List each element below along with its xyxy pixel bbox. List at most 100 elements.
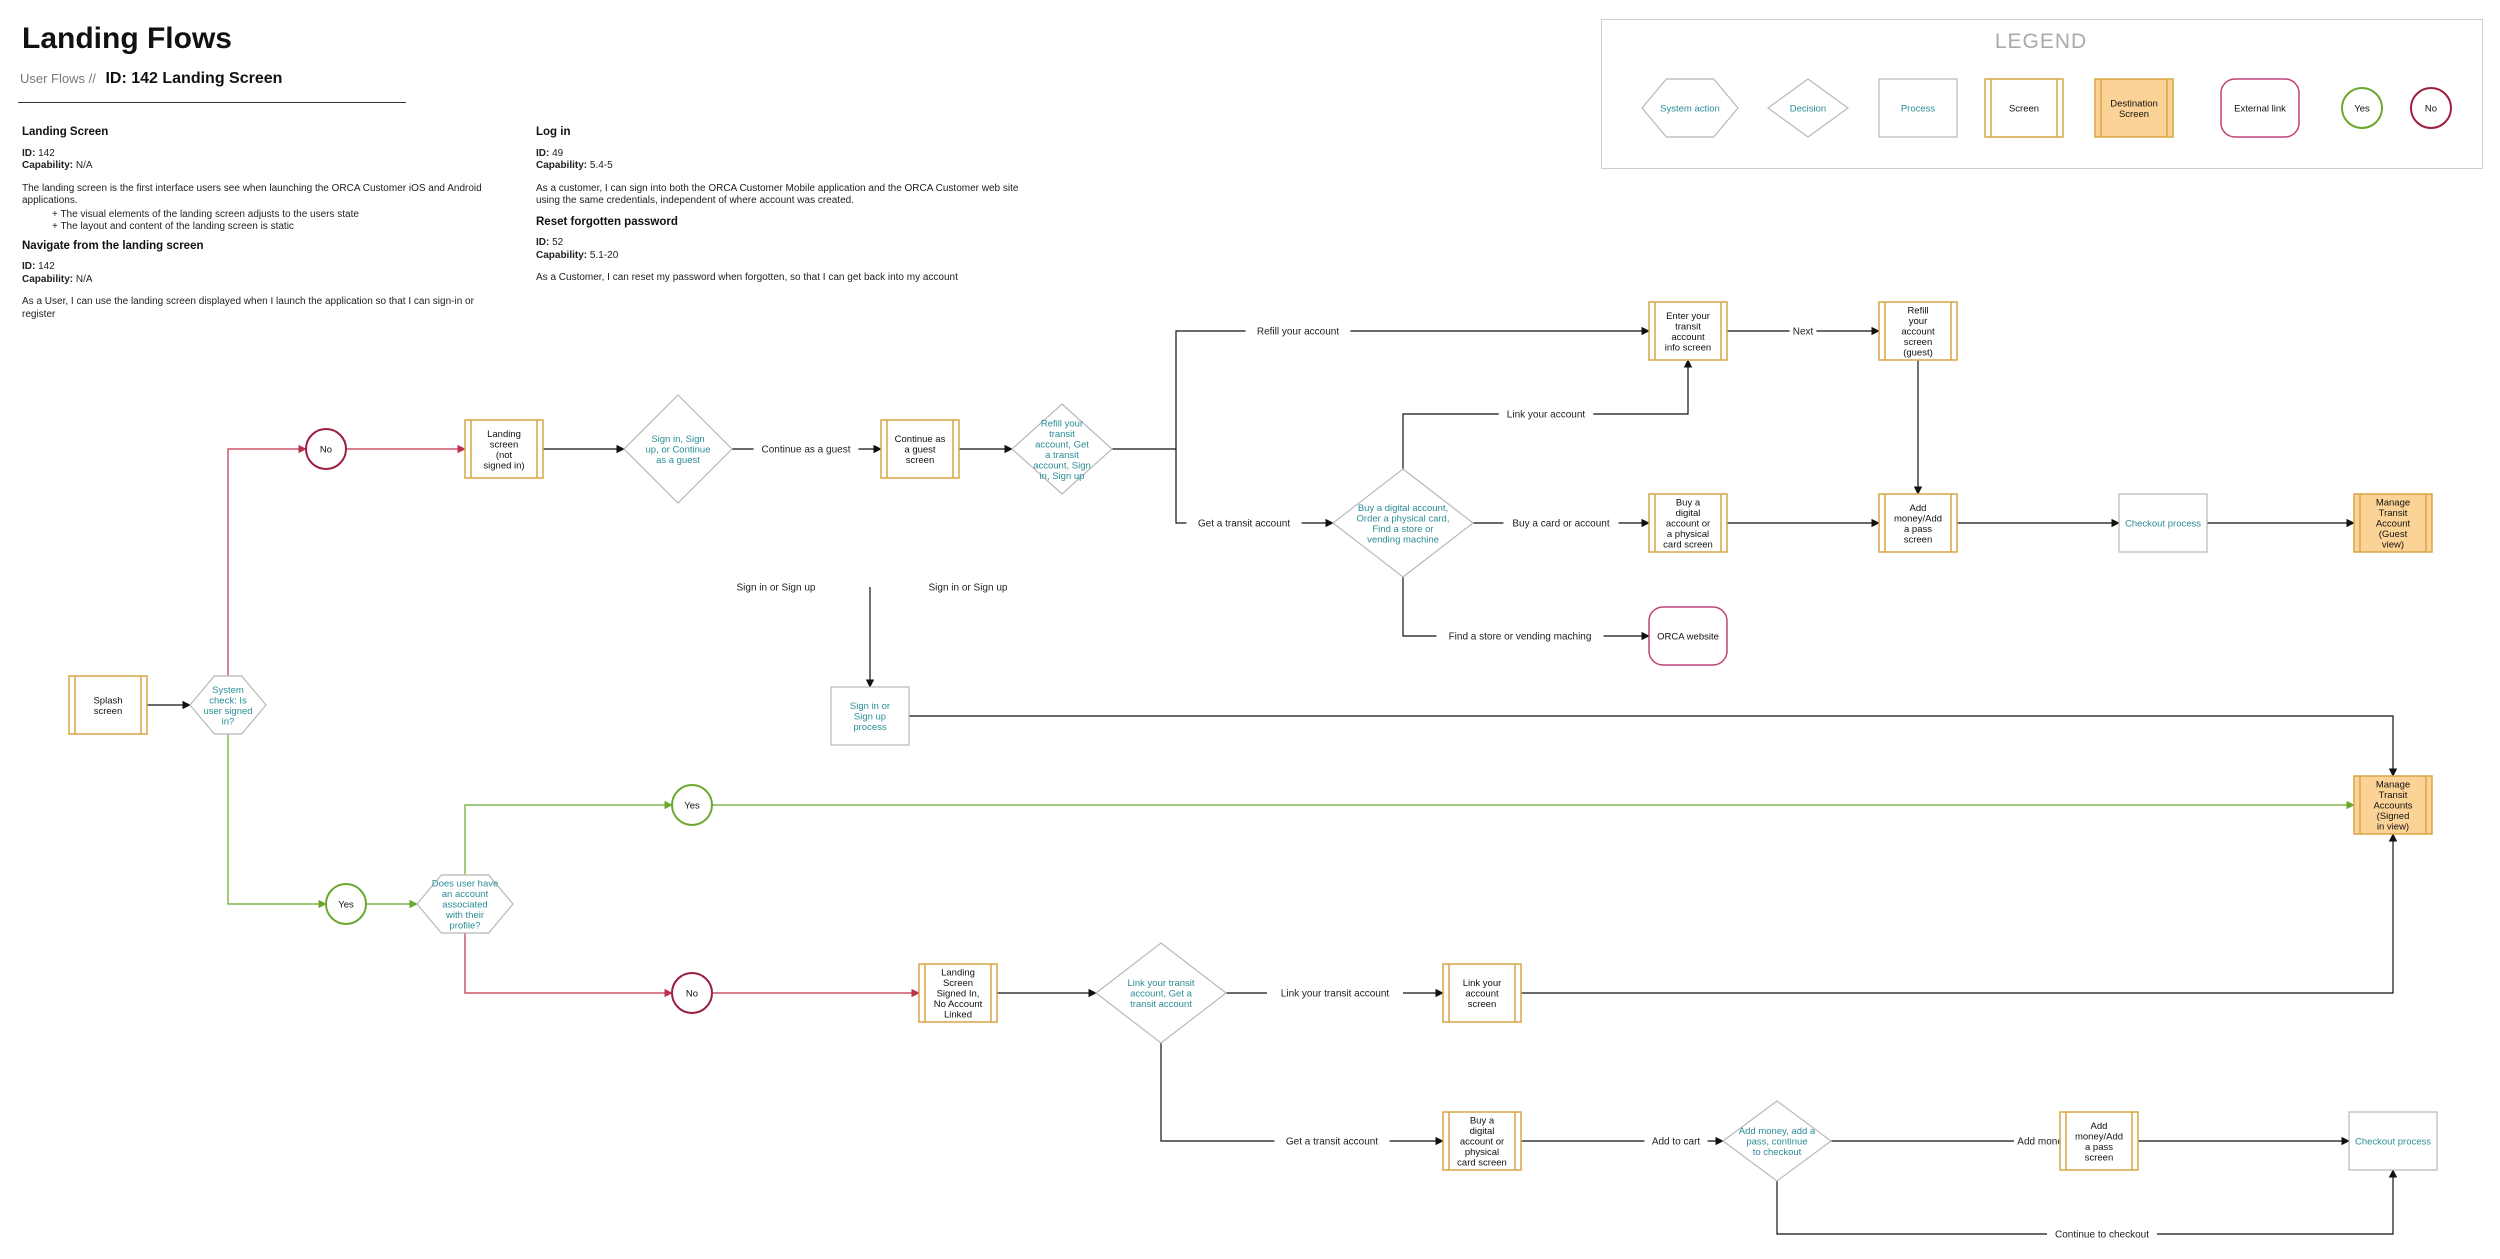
section-heading: Log in [536, 126, 571, 138]
connector-label-bg [1274, 1134, 1390, 1147]
legend-item-decision: Decision [1766, 78, 1850, 138]
description: As a customer, I can sign into both the … [536, 182, 1019, 207]
connector-label: Continue to checkout [2055, 1230, 2149, 1241]
connector [1160, 1043, 1444, 1146]
section-heading: Landing Screen [22, 126, 109, 138]
connector [1521, 833, 2398, 994]
connector-label: Link your transit account [1281, 989, 1390, 1000]
connector-label: Refill your account [1257, 327, 1339, 338]
capability-value: 5.1-20 [589, 249, 619, 261]
legend-item-screen: Screen [1984, 78, 2064, 138]
node-checkout2[interactable]: Checkout process [2348, 1111, 2438, 1171]
notes-right: Log in ID: 49 Capability: 5.4-5 As a cus… [536, 126, 1026, 293]
connector-label: Link your account [1507, 410, 1586, 421]
legend-item-label: Yes [2354, 104, 2370, 115]
capability-value: 5.4-5 [589, 160, 613, 171]
legend-panel [1601, 19, 2483, 169]
notes-left: Landing Screen ID: 142 Capability: N/A T… [22, 126, 492, 329]
node-dec-buy[interactable]: Buy a digital account,Order a physical c… [1332, 468, 1474, 578]
node-yes1[interactable]: Yes [671, 784, 713, 826]
node-label: Yes [684, 801, 700, 812]
capability-label: Capability: [22, 160, 74, 171]
connector-label: Add to cart [1652, 1137, 1701, 1148]
node-yes2[interactable]: Yes [325, 883, 367, 925]
legend-item-external: External link [2220, 78, 2300, 138]
legend-title: LEGEND [1994, 30, 2088, 53]
capability-label: Capability: [536, 249, 588, 261]
connector-label-bg [753, 442, 859, 455]
node-no1[interactable]: No [305, 428, 347, 470]
capability-value: N/A [75, 273, 93, 285]
connector-label-bg [1498, 407, 1594, 420]
description: As a Customer, I can reset my password w… [536, 272, 958, 283]
capability-label: Capability: [22, 273, 74, 285]
connector [1776, 1169, 2398, 1235]
connector [227, 734, 327, 909]
legend-item-process: Process [1878, 78, 1958, 138]
page-title: Landing Flows [22, 22, 232, 55]
connector [464, 933, 673, 998]
connector-label: Sign in or Sign up [929, 583, 1008, 594]
title-divider [18, 102, 406, 103]
legend-item-label: No [2425, 104, 2437, 115]
connector-label: Continue as a guest [762, 445, 851, 456]
legend-item-label: External link [2234, 104, 2286, 115]
connector-label: Get a transit account [1198, 519, 1290, 530]
id-value: 142 [38, 147, 55, 159]
id-value: 142 [38, 261, 55, 272]
connector-label-bg [1245, 324, 1351, 337]
id-value: 52 [552, 237, 564, 248]
connector-label: Get a transit account [1286, 1137, 1378, 1148]
connector-label-bg [726, 580, 826, 593]
node-label: ORCA website [1657, 632, 1719, 643]
id-label: ID: [536, 237, 550, 248]
section-heading: Reset forgotten password [536, 215, 678, 228]
connector-label-bg [2047, 1227, 2157, 1240]
connector-label: Next [1793, 327, 1814, 338]
connector [464, 800, 673, 875]
description: As a User, I can use the landing screen … [22, 296, 474, 320]
id-label: ID: [22, 147, 36, 159]
node-label: Buy a digital account,Order a physical c… [1357, 503, 1450, 546]
id-value: 49 [552, 147, 564, 159]
breadcrumb-parent[interactable]: User Flows // [20, 71, 96, 86]
node-orca-web[interactable]: ORCA website [1648, 606, 1728, 666]
bullet-item: The layout and content of the landing sc… [52, 221, 492, 234]
bullet-item: The visual elements of the landing scree… [52, 209, 492, 222]
node-label: Yes [338, 900, 354, 911]
node-checkout1[interactable]: Checkout process [2118, 493, 2208, 553]
node-no2[interactable]: No [671, 972, 713, 1014]
legend-item-yes: Yes [2341, 87, 2383, 129]
connector-labels: Continue as a guest Refill your account Ne… [726, 324, 2157, 1241]
